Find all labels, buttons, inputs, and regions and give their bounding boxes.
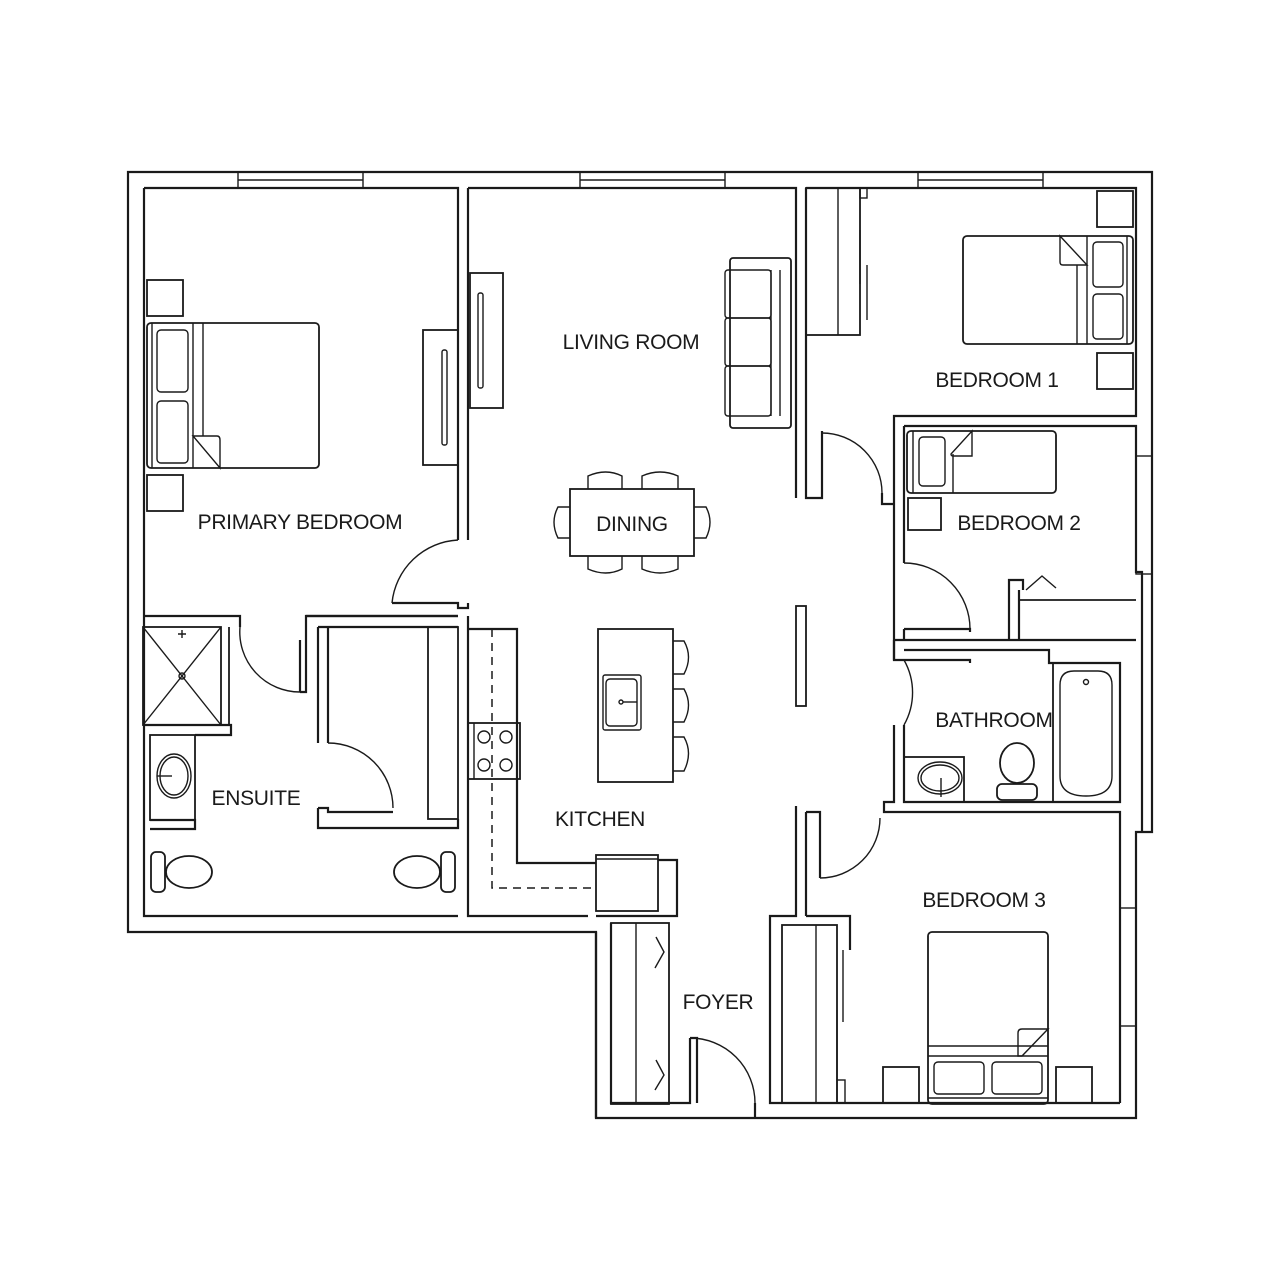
room-label-dining: DINING [596,513,668,536]
closet-icon [805,187,861,336]
door-swing-icon [903,659,914,726]
nightstand-icon [146,474,184,512]
outer-walls [126,170,1154,1120]
closet-shelf-icon [427,626,459,820]
shower-icon [142,626,230,726]
toilet-icon [150,851,213,893]
single-bed-icon [906,429,1057,494]
bathroom: BATHROOM [882,640,1122,1103]
sink-icon [917,761,963,795]
nightstand-icon [1096,190,1134,228]
room-label-living-room: LIVING ROOM [563,331,700,354]
cooktop-icon [467,722,521,780]
room-label-bedroom-3: BEDROOM 3 [922,889,1045,912]
bathtub-icon [1052,662,1121,803]
nightstand-icon [882,1066,920,1104]
window [1135,455,1153,575]
bedroom-2: BEDROOM 2 [894,424,1153,832]
double-bed-icon [927,931,1050,1105]
coat-closet-icon [610,922,670,1105]
primary-bedroom: PRIMARY BEDROOM [144,188,470,627]
vanity-icon [903,756,965,803]
entry-door-swing-icon [689,1037,756,1104]
window [1119,907,1137,1027]
bifold-door-icon [654,1059,665,1091]
bedroom-3: BEDROOM 3 [768,806,1137,1105]
tv-stand-icon [422,329,459,466]
door-swing-icon [239,626,301,693]
foyer: FOYER [594,922,757,1118]
kitchen: KITCHEN [466,616,690,918]
refrigerator-icon [595,854,679,918]
toilet-icon [996,742,1038,801]
ensuite: ENSUITE [142,614,460,893]
nightstand-icon [1055,1066,1093,1104]
nightstand-icon [146,279,184,317]
bifold-door-icon [654,936,665,969]
door-swing-icon [327,742,394,809]
room-label-bathroom: BATHROOM [935,709,1052,732]
door-swing-icon [391,539,459,604]
room-label-primary-bedroom: PRIMARY BEDROOM [198,511,403,534]
half-wall [795,605,807,707]
door-swing-icon [821,432,883,494]
door-swing-icon [903,562,971,630]
room-label-ensuite: ENSUITE [212,787,301,810]
door-swing-icon [819,817,881,879]
room-label-foyer: FOYER [683,991,754,1014]
toilet-icon [393,851,456,893]
sofa-icon [724,257,792,429]
room-label-bedroom-2: BEDROOM 2 [957,512,1080,535]
double-bed-icon [146,322,320,470]
nightstand-icon [907,497,942,531]
kitchen-island-icon [597,628,690,783]
closet-icon [781,924,838,1104]
tv-stand-icon [469,272,504,409]
room-label-kitchen: KITCHEN [555,808,645,831]
living-dining: LIVING ROOM DINING [468,186,807,707]
room-label-bedroom-1: BEDROOM 1 [935,369,1058,392]
double-bed-icon [962,234,1134,345]
bifold-door-icon [1025,575,1057,591]
nightstand-icon [1096,352,1134,390]
dining-table-icon [553,471,711,574]
bedroom-1: BEDROOM 1 [804,186,1138,660]
